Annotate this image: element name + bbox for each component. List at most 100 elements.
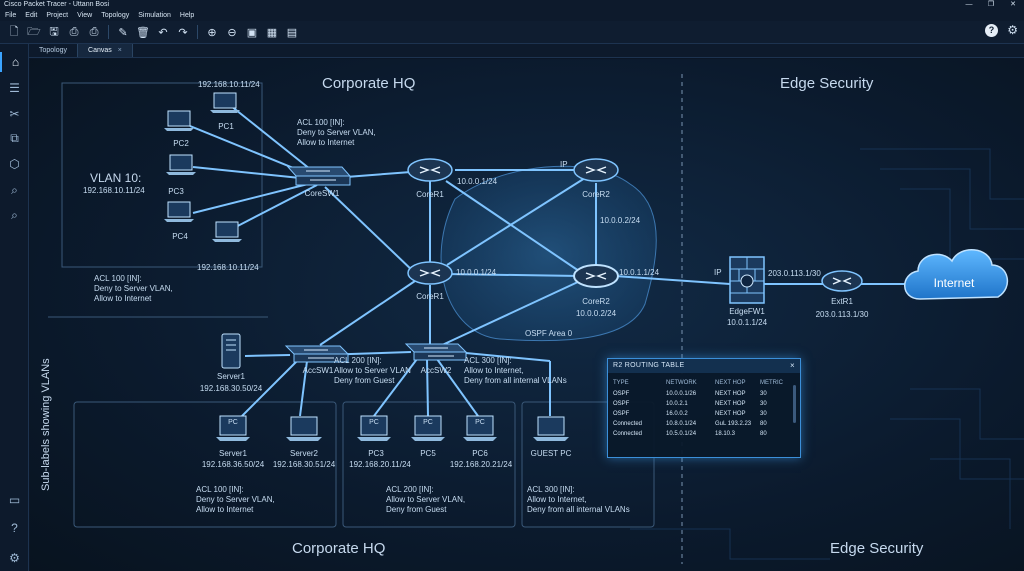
col-network: NETWORK	[666, 380, 697, 386]
inspect-icon[interactable]: ⌕	[11, 207, 18, 222]
menu-project[interactable]: Project	[46, 12, 69, 19]
server-tower-icon[interactable]	[221, 333, 241, 369]
open-folder-icon[interactable]: 🗁	[27, 25, 41, 38]
corer2-mid-ip: 10.0.0.2/24	[575, 309, 617, 318]
server1-label: Server1	[218, 449, 248, 458]
devices-icon[interactable]: ⧉	[10, 130, 19, 145]
region-edge-security-top: Edge Security	[780, 75, 874, 92]
grid-icon[interactable]: ▤	[286, 26, 298, 39]
acl200-bottom-box: ACL 200 [IN]: Allow to Server VLAN, Deny…	[386, 485, 466, 514]
print-icon[interactable]: ⎙	[69, 25, 79, 38]
tools-icon[interactable]: ✂	[9, 107, 20, 121]
laptop-pc1-icon[interactable]	[210, 92, 240, 113]
col-metric: METRIC	[760, 380, 783, 386]
ospf-area-label: OSPF Area 0	[525, 329, 573, 338]
router-corer1-top-icon[interactable]	[407, 158, 453, 182]
save-icon[interactable]: 🖫	[49, 25, 59, 38]
switch-accsw2-icon[interactable]	[404, 343, 468, 361]
cell: GuL 193.2.23	[715, 421, 752, 427]
zoom-out-icon[interactable]: ⊖	[227, 26, 237, 39]
edit-icon[interactable]: ✎	[118, 26, 128, 39]
col-next-hop: NEXT HOP	[715, 380, 746, 386]
server-vlan-frame	[73, 401, 337, 528]
cell: OSPF	[613, 411, 630, 417]
help-circle-icon[interactable]: ?	[11, 521, 18, 535]
pc-server1-icon[interactable]	[216, 415, 250, 441]
routing-table-scrollbar[interactable]	[793, 385, 796, 423]
topology-canvas[interactable]: Corporate HQ Edge Security Corporate HQ …	[30, 59, 1024, 571]
laptop-pc3-icon[interactable]	[166, 154, 196, 175]
cell: 80	[760, 431, 767, 437]
laptop-pc4b-icon[interactable]	[212, 221, 242, 242]
guest-pc-label: GUEST PC	[530, 449, 572, 458]
routing-table-panel[interactable]: R2 ROUTING TABLE × TYPE NETWORK NEXT HOP…	[607, 358, 801, 458]
pc-pc3-icon[interactable]	[357, 415, 391, 441]
acl100-bottom-box: ACL 100 [IN]: Deny to Server VLAN, Allow…	[196, 485, 275, 514]
network-links	[189, 101, 910, 417]
laptop-pc4-icon[interactable]	[164, 201, 194, 222]
maximize-icon[interactable]: ❐	[987, 1, 995, 8]
cell: NEXT HOP	[715, 391, 746, 397]
new-file-icon[interactable]: 🗋	[9, 25, 19, 38]
screen-icon[interactable]: ▣	[246, 26, 258, 39]
region-corporate-hq-top: Corporate HQ	[322, 75, 416, 92]
menu-view[interactable]: View	[77, 12, 93, 19]
close-tab-icon[interactable]: ×	[117, 47, 122, 54]
coresw1-label: CoreSW1	[304, 189, 340, 198]
delete-icon[interactable]: 🗑	[136, 26, 150, 39]
menu-simulation[interactable]: Simulation	[138, 12, 171, 19]
routing-table-header-row: TYPE NETWORK NEXT HOP METRIC	[613, 377, 790, 389]
tab-topology[interactable]: Topology	[39, 47, 68, 54]
pc6-ip: 192.168.20.21/24	[449, 460, 513, 469]
search-icon[interactable]: ⌕	[11, 182, 18, 197]
pc4-label: PC4	[172, 232, 188, 241]
router-corer1-mid-icon[interactable]	[407, 261, 453, 285]
menu-topology[interactable]: Topology	[101, 12, 130, 19]
corer2-mid-label: CoreR2	[582, 297, 610, 306]
accsw1-label: AccSW1	[302, 366, 334, 375]
region-corporate-hq-bottom: Corporate HQ	[292, 540, 386, 557]
list-icon[interactable]: ☰	[9, 81, 20, 95]
close-icon[interactable]: ×	[790, 361, 795, 370]
tab-canvas[interactable]: Canvas×	[77, 44, 133, 57]
menu-edit[interactable]: Edit	[25, 12, 38, 19]
undo-icon[interactable]: ↶	[158, 26, 168, 39]
corer2-link-ip: 10.0.1.1/24	[619, 268, 660, 277]
laptop-guest-icon[interactable]	[533, 416, 569, 441]
folder-icon[interactable]: ▭	[8, 493, 21, 507]
menu-help[interactable]: Help	[179, 12, 195, 19]
redo-icon[interactable]: ↷	[178, 26, 188, 39]
switch-coresw1-icon[interactable]	[286, 166, 352, 186]
palette-icon[interactable]: ▦	[266, 26, 278, 39]
help-icon[interactable]: ?	[985, 24, 998, 37]
internet-cloud-icon[interactable]	[904, 248, 1009, 300]
cell: Connected	[613, 421, 643, 427]
pc-pc5-icon[interactable]	[411, 415, 445, 441]
laptop-server2-icon[interactable]	[286, 416, 322, 441]
minimize-icon[interactable]: —	[965, 1, 973, 8]
pc-tag: PC	[228, 419, 238, 426]
router-extr1-icon[interactable]	[821, 270, 863, 292]
corer2-top-label: CoreR2	[582, 190, 610, 199]
laptop-pc2-icon[interactable]	[164, 110, 194, 131]
pc-pc6-icon[interactable]	[463, 415, 497, 441]
zoom-in-icon[interactable]: ⊕	[207, 26, 217, 39]
tab-bar: Topology Canvas×	[29, 44, 1024, 58]
close-window-icon[interactable]: ✕	[1010, 1, 1016, 8]
menu-file[interactable]: File	[5, 12, 17, 19]
firewall-edgefw1-icon[interactable]	[729, 256, 765, 304]
router-corer2-top-icon[interactable]	[573, 158, 619, 182]
cell: 10.0.0.1/26	[666, 391, 697, 397]
router-corer2-mid-icon[interactable]	[573, 264, 619, 288]
gear-icon[interactable]: ⚙	[1007, 23, 1018, 37]
cube-icon[interactable]: ⬡	[9, 157, 20, 171]
settings-icon[interactable]: ⚙	[9, 551, 20, 565]
switch-accsw1-icon[interactable]	[284, 345, 350, 363]
home-icon[interactable]: ⌂	[0, 52, 29, 72]
print-preview-icon[interactable]: ⎙	[89, 25, 99, 38]
